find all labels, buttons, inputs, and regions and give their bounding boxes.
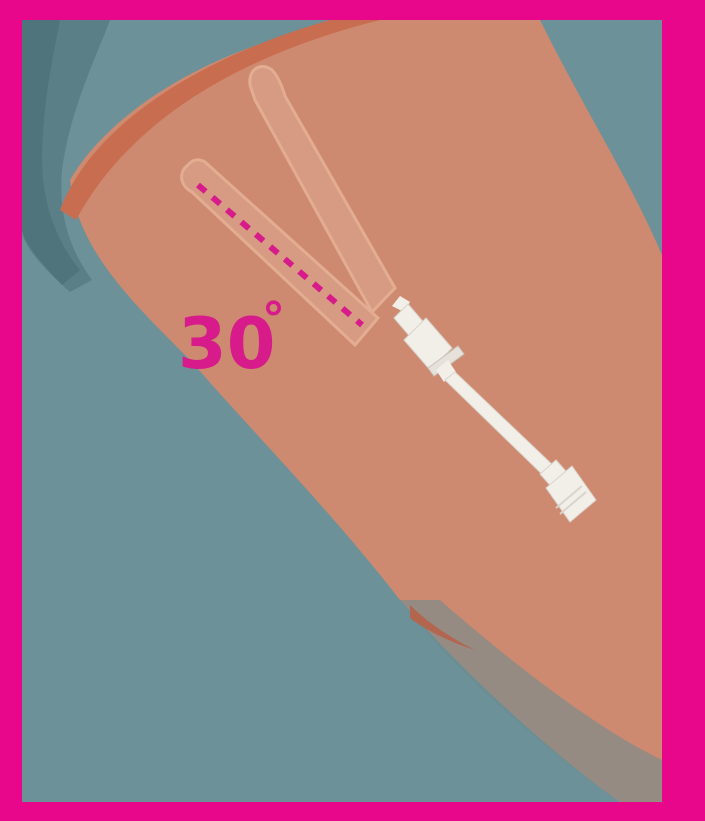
angle-label: 30 bbox=[178, 303, 275, 385]
degree-symbol: ° bbox=[262, 292, 285, 346]
